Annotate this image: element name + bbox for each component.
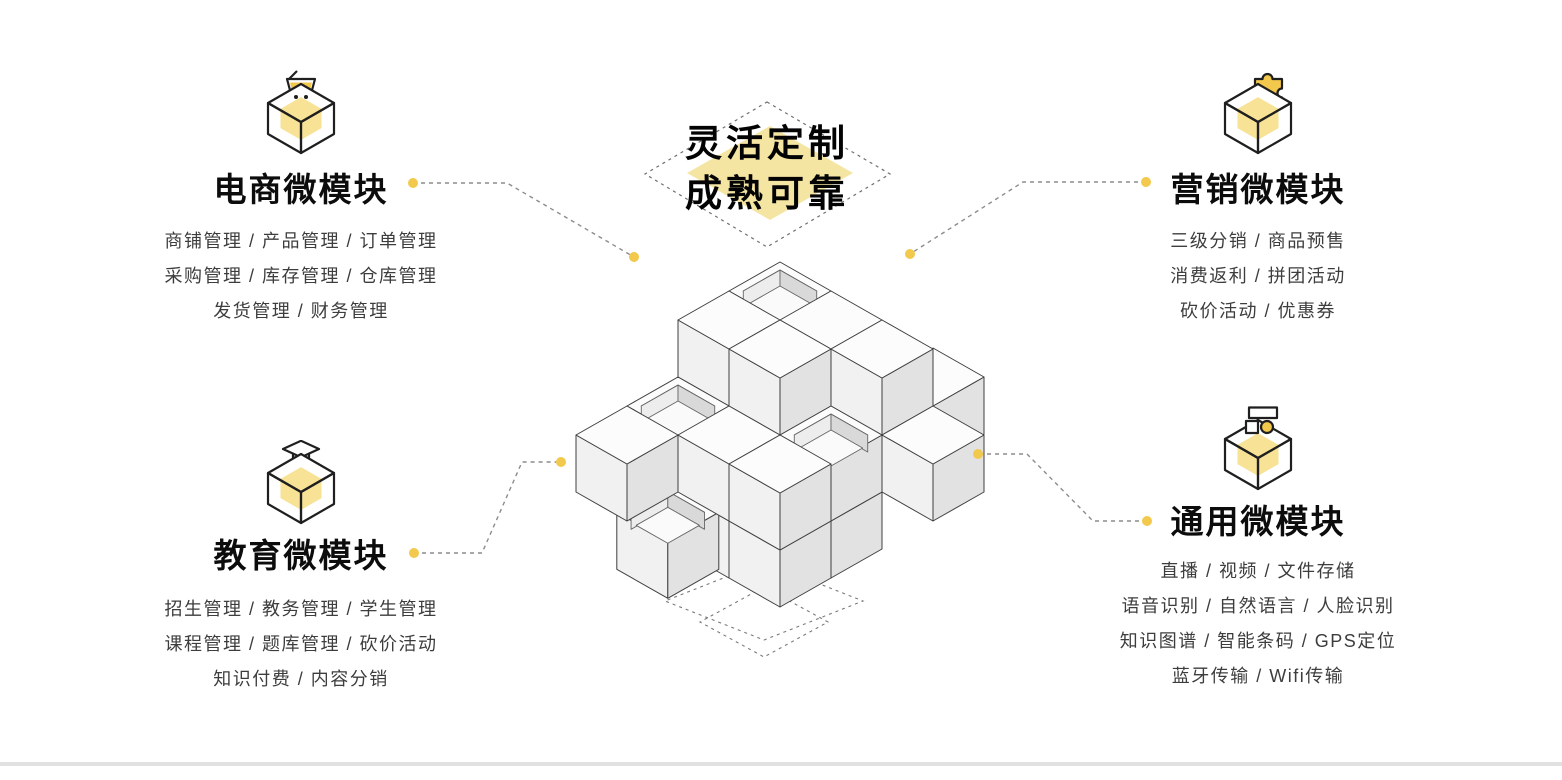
module-feature-line: 蓝牙传输 / Wifi传输	[1171, 666, 1345, 686]
module-feature-line: 招生管理 / 教务管理 / 学生管理	[164, 599, 438, 619]
module-title: 教育微模块	[213, 537, 389, 574]
module-feature-line: 发货管理 / 财务管理	[213, 301, 389, 321]
headline-diamond	[643, 101, 892, 248]
connector-marketing	[909, 181, 1146, 255]
ground-shadow-diamonds	[663, 561, 865, 658]
module-feature-line: 商铺管理 / 产品管理 / 订单管理	[164, 231, 438, 251]
module-feature-list: 招生管理 / 教务管理 / 学生管理 课程管理 / 题库管理 / 砍价活动 知识…	[131, 592, 471, 697]
module-feature-line: 直播 / 视频 / 文件存储	[1160, 561, 1356, 581]
module-feature-line: 三级分销 / 商品预售	[1170, 231, 1346, 251]
module-feature-line: 知识付费 / 内容分销	[213, 669, 389, 689]
connector-lines	[408, 177, 1152, 558]
center-headline-line1: 灵活定制	[685, 123, 849, 164]
cube-cluster	[575, 261, 985, 608]
module-feature-list: 三级分销 / 商品预售 消费返利 / 拼团活动 砍价活动 / 优惠券	[1088, 224, 1428, 329]
module-feature-line: 知识图谱 / 智能条码 / GPS定位	[1119, 631, 1397, 651]
center-headline: 灵活定制 成熟可靠	[597, 119, 937, 219]
puzzle-box-icon	[1223, 72, 1293, 155]
center-headline-line2: 成熟可靠	[685, 173, 849, 214]
camera-box-icon	[1223, 406, 1293, 491]
module-general: 通用微模块 直播 / 视频 / 文件存储 语音识别 / 自然语言 / 人脸识别 …	[1088, 406, 1428, 694]
connector-dots	[408, 177, 1152, 558]
connector-general	[978, 453, 1147, 522]
module-feature-line: 采购管理 / 库存管理 / 仓库管理	[164, 266, 438, 286]
module-ecommerce: 电商微模块 商铺管理 / 产品管理 / 订单管理 采购管理 / 库存管理 / 仓…	[131, 70, 471, 329]
module-title: 营销微模块	[1170, 171, 1346, 208]
module-feature-line: 砍价活动 / 优惠券	[1179, 301, 1336, 321]
module-title: 电商微模块	[213, 171, 389, 208]
graduation-box-icon	[266, 440, 336, 525]
module-feature-list: 直播 / 视频 / 文件存储 语音识别 / 自然语言 / 人脸识别 知识图谱 /…	[1088, 554, 1428, 694]
cart-box-icon	[266, 70, 336, 155]
module-feature-line: 消费返利 / 拼团活动	[1170, 266, 1346, 286]
connector-education	[414, 461, 561, 554]
module-feature-line: 课程管理 / 题库管理 / 砍价活动	[164, 634, 438, 654]
module-marketing: 营销微模块 三级分销 / 商品预售 消费返利 / 拼团活动 砍价活动 / 优惠券	[1088, 70, 1428, 329]
module-education: 教育微模块 招生管理 / 教务管理 / 学生管理 课程管理 / 题库管理 / 砍…	[131, 440, 471, 697]
module-feature-list: 商铺管理 / 产品管理 / 订单管理 采购管理 / 库存管理 / 仓库管理 发货…	[131, 224, 471, 329]
module-title: 通用微模块	[1170, 503, 1346, 540]
module-feature-line: 语音识别 / 自然语言 / 人脸识别	[1121, 596, 1395, 616]
bottom-divider	[0, 762, 1562, 766]
